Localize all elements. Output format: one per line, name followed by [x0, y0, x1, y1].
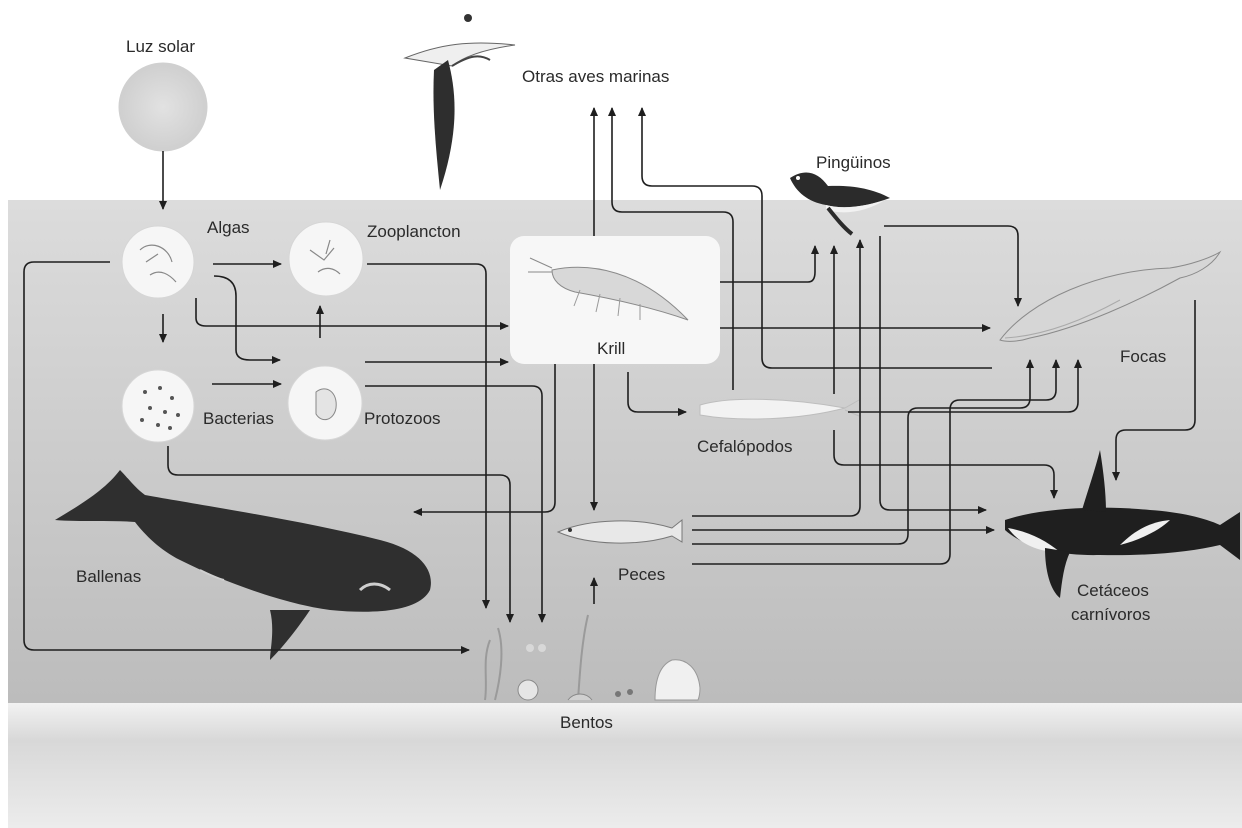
label-cetaceos-line1: Cetáceos [1077, 581, 1149, 600]
algae-icon [122, 226, 194, 298]
label-peces: Peces [618, 565, 665, 584]
seafloor-band [8, 703, 1242, 828]
label-bacterias: Bacterias [203, 409, 274, 428]
label-algas: Algas [207, 218, 250, 237]
label-cetaceos-line2: carnívoros [1071, 605, 1150, 624]
label-protozoos: Protozoos [364, 409, 441, 428]
label-krill: Krill [597, 339, 625, 358]
label-ballenas: Ballenas [76, 567, 141, 586]
label-pinguinos: Pingüinos [816, 153, 891, 172]
label-focas: Focas [1120, 347, 1166, 366]
bacteria-icon [122, 370, 194, 442]
zooplankton-icon [289, 222, 363, 296]
label-luz-solar: Luz solar [126, 37, 195, 56]
label-cefalopodos: Cefalópodos [697, 437, 792, 456]
sun-icon [119, 63, 207, 151]
label-otras-aves-marinas: Otras aves marinas [522, 67, 669, 86]
label-bentos: Bentos [560, 713, 613, 732]
label-zooplancton: Zooplancton [367, 222, 461, 241]
